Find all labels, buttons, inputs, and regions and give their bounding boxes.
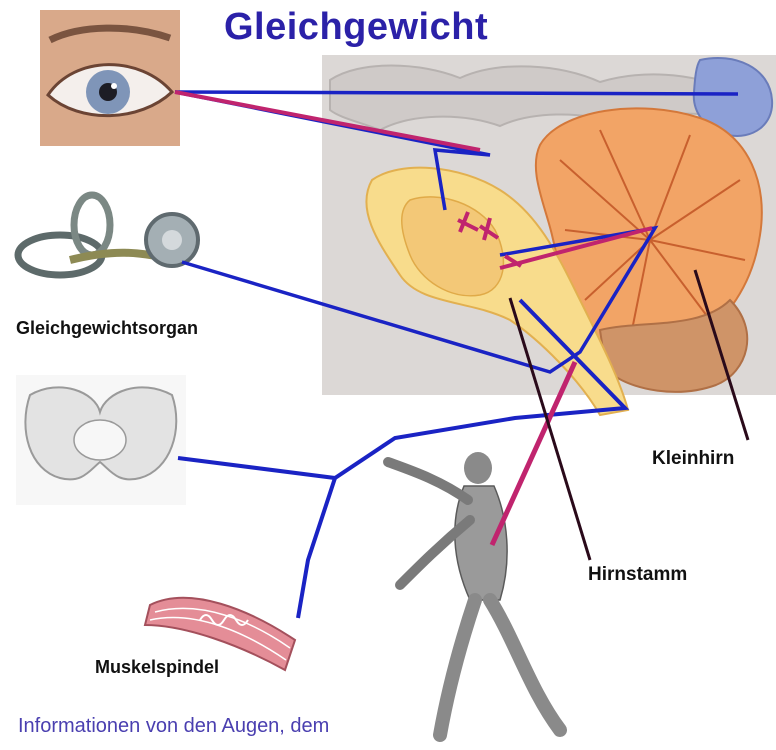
page-title: Gleichgewicht — [224, 6, 488, 49]
figure-arm-raised — [388, 462, 468, 500]
pelvis-illustration — [16, 375, 186, 505]
figure-head — [464, 452, 492, 484]
eye-highlight — [111, 83, 117, 89]
pelvic-opening — [74, 420, 126, 460]
figure-leg-back — [440, 600, 475, 735]
label-muskelspindel: Muskelspindel — [95, 657, 219, 678]
cochlea-core — [162, 230, 182, 250]
label-kleinhirn: Kleinhirn — [652, 448, 734, 470]
figure-leg-front — [490, 600, 560, 730]
figure-torso — [455, 486, 507, 600]
human-figure-illustration — [388, 452, 560, 735]
label-hirnstamm: Hirnstamm — [588, 564, 687, 586]
label-gleichgewichtsorgan: Gleichgewichtsorgan — [16, 318, 198, 339]
vestibular-organ-illustration — [18, 195, 198, 275]
eye-to-cortex-pathway — [175, 92, 738, 94]
caption-text: Informationen von den Augen, dem — [18, 714, 348, 738]
eye-illustration — [40, 10, 180, 146]
brain-section — [322, 55, 776, 415]
muscle-spindle-pathway — [298, 478, 335, 618]
